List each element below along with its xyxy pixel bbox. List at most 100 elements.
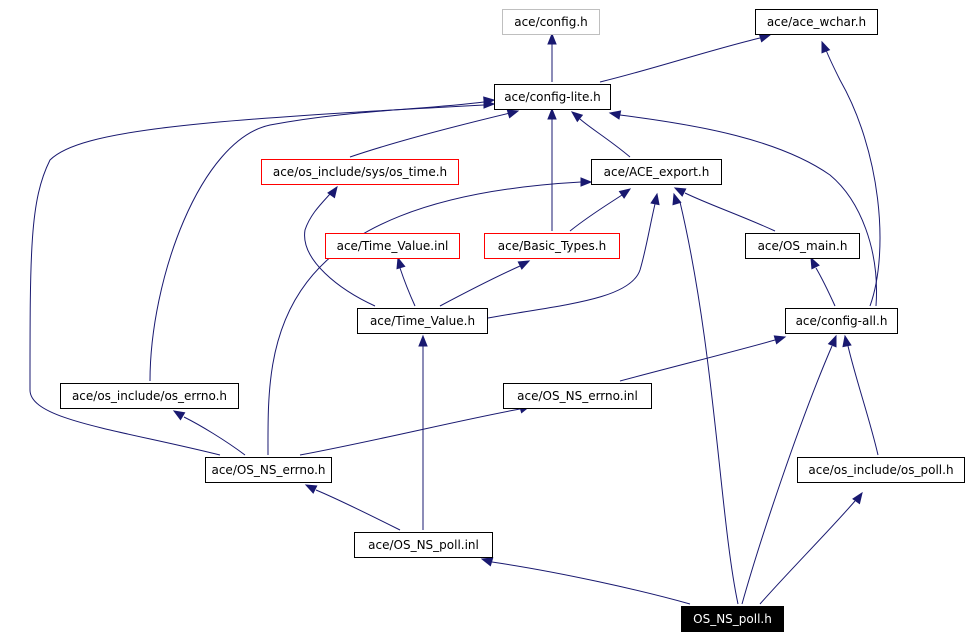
edge-basic_types_h-to-ace_export_h (569, 188, 632, 232)
edge-config_all_h-to-config_lite_h (608, 110, 878, 307)
edge-line (847, 345, 879, 456)
edge-arrowhead (650, 192, 660, 206)
node-os-ns-errno-h[interactable]: ace/OS_NS_errno.h (205, 457, 332, 483)
node-box (60, 383, 239, 409)
node-label: ace/config-all.h (796, 314, 888, 328)
edge-os_ns_poll_h-to-ace_export_h (672, 192, 739, 605)
edge-arrowhead (842, 334, 852, 348)
edge-os_ns_poll_inl-to-os_ns_errno_h (304, 484, 401, 531)
edge-time_value_h-to-basic_types_h (439, 260, 531, 307)
edge-line (579, 118, 631, 158)
node-box (681, 606, 784, 632)
node-box (357, 308, 488, 334)
edge-os_ns_errno_h-to-ace_export_h (267, 177, 593, 456)
edge-line (439, 265, 521, 307)
node-label: ace/OS_NS_errno.inl (517, 389, 638, 403)
edge-arrowhead (418, 334, 428, 347)
edge-line (684, 192, 776, 232)
node-label: ace/config-lite.h (504, 90, 601, 104)
edge-line (183, 416, 246, 456)
edge-time_value_h-to-os_time_h (304, 185, 376, 307)
edge-arrowhead (547, 32, 557, 45)
edge-line (149, 101, 485, 382)
edge-basic_types_h-to-config_lite_h (547, 107, 557, 231)
node-label: ace/ace_wchar.h (767, 15, 866, 29)
edge-os_ns_errno_h-to-os_errno_h (172, 410, 246, 456)
edge-os_errno_h-to-config_lite_h (149, 96, 496, 382)
node-label: ace/OS_main.h (758, 239, 848, 253)
edge-arrowhead (672, 192, 682, 206)
node-box (755, 9, 878, 35)
edge-os_ns_errno_inl-to-config_all_h (619, 335, 787, 382)
node-config-all-h[interactable]: ace/config-all.h (785, 308, 898, 334)
edge-arrowhead (517, 260, 531, 270)
node-ace-export-h[interactable]: ace/ACE_export.h (591, 159, 722, 185)
edge-arrowhead (396, 256, 406, 270)
edge-arrowhead (483, 96, 496, 106)
edge-config_lite_h-to-config_h (547, 32, 557, 82)
edge-arrowhead (852, 491, 863, 505)
node-label: ace/Basic_Types.h (498, 239, 606, 253)
node-os-time-h[interactable]: ace/os_include/sys/os_time.h (261, 159, 459, 185)
node-label: ace/os_include/os_poll.h (808, 463, 953, 477)
edge-arrowhead (506, 109, 520, 119)
node-box (261, 159, 459, 185)
edge-line (569, 194, 623, 232)
edge-time_value_h-to-time_value_inl (396, 256, 416, 307)
edge-line (825, 49, 881, 307)
node-time-value-h[interactable]: ace/Time_Value.h (357, 308, 488, 334)
node-label: ace/OS_NS_errno.h (211, 463, 325, 477)
edge-arrowhead (570, 111, 584, 123)
edge-os_poll_h-to-config_all_h (842, 334, 879, 456)
node-label: ace/Time_Value.inl (337, 239, 449, 253)
edge-line (29, 104, 485, 456)
edges-layer (29, 32, 881, 605)
node-box (797, 457, 965, 483)
node-ace-wchar-h[interactable]: ace/ace_wchar.h (755, 9, 878, 35)
node-os-ns-poll-inl[interactable]: ace/OS_NS_poll.inl (354, 532, 493, 558)
edge-arrowhead (821, 40, 831, 54)
edge-line (599, 37, 761, 83)
node-label: ace/ACE_export.h (604, 165, 710, 179)
edge-arrowhead (673, 187, 687, 197)
node-box (591, 159, 722, 185)
edge-time_value_h-to-ace_export_h (487, 192, 660, 319)
node-os-errno-h[interactable]: ace/os_include/os_errno.h (60, 383, 239, 409)
edge-line (815, 267, 836, 307)
edge-line (491, 561, 691, 605)
node-config-lite-h[interactable]: ace/config-lite.h (494, 84, 611, 110)
edge-os_ns_errno_h-to-os_ns_errno_inl (299, 404, 532, 456)
node-box (503, 383, 652, 409)
node-time-value-inl[interactable]: ace/Time_Value.inl (325, 233, 460, 259)
node-label: OS_NS_poll.h (693, 612, 772, 626)
node-box (325, 233, 460, 259)
node-box (745, 233, 860, 259)
edge-arrowhead (304, 484, 318, 494)
edge-os_main_h-to-ace_export_h (673, 187, 776, 232)
edge-line (299, 408, 521, 456)
edge-line (619, 339, 776, 382)
edge-line (759, 500, 856, 605)
edge-ace_export_h-to-config_lite_h (570, 111, 631, 158)
edge-os_ns_poll_h-to-os_poll_h (759, 491, 863, 605)
edge-config_all_h-to-os_main_h (810, 256, 836, 307)
node-os-ns-errno-inl[interactable]: ace/OS_NS_errno.inl (503, 383, 652, 409)
node-os-main-h[interactable]: ace/OS_main.h (745, 233, 860, 259)
edge-os_time_h-to-config_lite_h (349, 109, 520, 158)
edge-arrowhead (480, 557, 494, 567)
node-box (494, 84, 611, 110)
node-os-ns-poll-h: OS_NS_poll.h (681, 606, 784, 632)
node-box (502, 9, 600, 35)
node-basic-types-h[interactable]: ace/Basic_Types.h (484, 233, 620, 259)
node-label: ace/os_include/sys/os_time.h (273, 165, 447, 179)
node-label: ace/config.h (514, 15, 588, 29)
node-box (354, 532, 493, 558)
node-config-h[interactable]: ace/config.h (502, 9, 600, 35)
node-label: ace/OS_NS_poll.inl (368, 538, 479, 552)
edge-arrowhead (773, 335, 787, 345)
node-os-poll-h[interactable]: ace/os_include/os_poll.h (797, 457, 965, 483)
edge-line (619, 114, 878, 307)
node-label: ace/Time_Value.h (370, 314, 475, 328)
edge-arrowhead (758, 33, 772, 43)
